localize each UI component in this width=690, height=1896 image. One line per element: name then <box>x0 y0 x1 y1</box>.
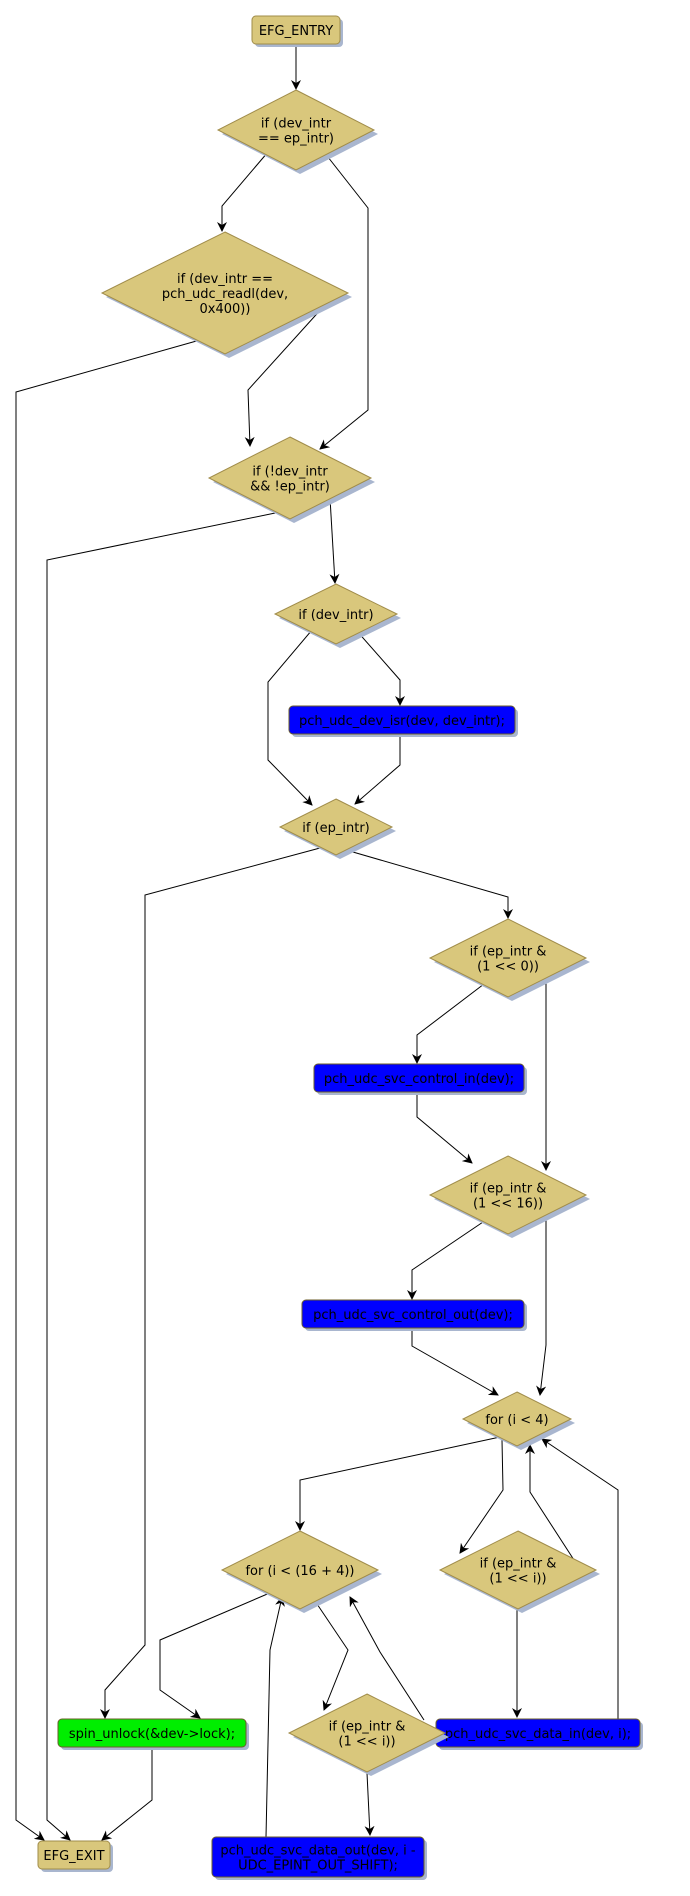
node-exit[interactable]: EFG_EXIT <box>37 1840 113 1872</box>
terminal-box <box>37 1840 111 1870</box>
edge-d5-d6 <box>345 849 513 919</box>
unlock-box <box>57 1718 247 1748</box>
node-b6[interactable]: pch_udc_svc_data_out(dev, i -UDC_EPINT_O… <box>211 1836 427 1880</box>
condition-diamond <box>428 918 588 998</box>
edge-d11-b6 <box>364 1772 375 1836</box>
condition-diamond <box>278 798 394 856</box>
node-label: pch_udc_readl(dev, <box>162 287 288 302</box>
edge-d3-exit <box>46 511 281 1841</box>
node-d10[interactable]: if (ep_intr &(1 << i)) <box>438 1530 600 1613</box>
node-label: (1 << 0)) <box>477 960 539 975</box>
node-d9[interactable]: for (i < (16 + 4)) <box>220 1530 382 1613</box>
condition-diamond <box>428 1155 588 1235</box>
node-label: for (i < (16 + 4)) <box>245 1564 354 1579</box>
edge-d1-d2 <box>217 151 269 232</box>
condition-diamond <box>438 1530 598 1610</box>
node-label: && !ep_intr) <box>250 480 330 495</box>
node-d3[interactable]: if (!dev_intr&& !ep_intr) <box>207 436 375 523</box>
edge-d7-d8 <box>536 1212 547 1396</box>
condition-diamond <box>100 231 350 355</box>
node-label: if (ep_intr & <box>480 1557 557 1572</box>
edge-d5-b5 <box>100 847 321 1719</box>
node-d11[interactable]: if (ep_intr &(1 << i)) <box>287 1693 449 1776</box>
node-label: (1 << 16)) <box>473 1197 543 1212</box>
node-label: pch_udc_dev_isr(dev, dev_intr); <box>299 714 505 729</box>
call-box <box>313 1063 525 1093</box>
edge-d6-b2 <box>412 983 485 1064</box>
node-label: if (ep_intr & <box>470 945 547 960</box>
node-d7[interactable]: if (ep_intr &(1 << 16)) <box>428 1155 590 1238</box>
edge-d2-exit <box>15 339 201 1841</box>
node-label: if (ep_intr & <box>470 1182 547 1197</box>
condition-diamond <box>461 1391 573 1447</box>
call-box <box>301 1299 525 1329</box>
node-label: (1 << i)) <box>489 1572 546 1587</box>
node-label: pch_udc_svc_data_in(dev, i); <box>445 1727 631 1742</box>
edge-b6-d9 <box>265 1596 285 1838</box>
node-label: EFG_EXIT <box>43 1849 104 1864</box>
terminal-box <box>251 15 341 45</box>
condition-diamond <box>216 89 376 171</box>
condition-diamond <box>287 1693 447 1773</box>
condition-diamond <box>273 583 399 645</box>
node-label: if (dev_intr) <box>298 608 373 623</box>
edge-d9-b5 <box>159 1591 273 1719</box>
node-label: if (ep_intr & <box>329 1720 406 1735</box>
node-label: == ep_intr) <box>258 132 334 147</box>
node-d4[interactable]: if (dev_intr) <box>273 583 401 648</box>
edge-d2-d3 <box>244 295 334 447</box>
edge-d10-d8 <box>525 1444 575 1561</box>
node-label: if (dev_intr == <box>177 272 273 287</box>
edge-b5-exit <box>101 1747 153 1841</box>
node-label: if (dev_intr <box>261 117 332 132</box>
edge-d1-d3 <box>319 151 369 450</box>
edge-d4-b1 <box>355 629 405 706</box>
node-label: if (!dev_intr <box>252 465 328 480</box>
condition-diamond <box>207 436 373 520</box>
node-b4[interactable]: pch_udc_svc_data_in(dev, i); <box>435 1718 643 1750</box>
edge-d8-d10 <box>459 1439 504 1554</box>
edge-d11-d9 <box>349 1596 425 1721</box>
condition-diamond <box>220 1530 380 1610</box>
node-label: EFG_ENTRY <box>259 24 333 39</box>
edge-b4-d8 <box>541 1438 619 1719</box>
call-box <box>288 705 516 735</box>
node-d5[interactable]: if (ep_intr) <box>278 798 396 859</box>
node-b3[interactable]: pch_udc_svc_control_out(dev); <box>301 1299 527 1331</box>
node-entry[interactable]: EFG_ENTRY <box>251 15 343 47</box>
edge-b1-d5 <box>354 734 401 805</box>
node-d6[interactable]: if (ep_intr &(1 << 0)) <box>428 918 590 1001</box>
edge-b2-d7 <box>416 1092 473 1164</box>
edge-d4-d5 <box>267 629 313 806</box>
node-label: (1 << i)) <box>338 1735 395 1750</box>
node-label: pch_udc_svc_data_out(dev, i - <box>220 1844 415 1859</box>
edge-d3-d4 <box>329 497 340 584</box>
node-d8[interactable]: for (i < 4) <box>461 1391 575 1450</box>
node-label: if (ep_intr) <box>302 821 370 836</box>
edge-b3-d8 <box>411 1328 499 1396</box>
node-label: UDC_EPINT_OUT_SHIFT); <box>238 1859 398 1874</box>
node-d2[interactable]: if (dev_intr ==pch_udc_readl(dev,0x400)) <box>100 231 352 358</box>
node-label: spin_unlock(&dev->lock); <box>69 1727 235 1742</box>
call-box <box>211 1836 425 1878</box>
node-label: pch_udc_svc_control_out(dev); <box>313 1308 513 1323</box>
edge-d7-b3 <box>407 1219 487 1300</box>
node-b1[interactable]: pch_udc_dev_isr(dev, dev_intr); <box>288 705 518 737</box>
node-label: for (i < 4) <box>485 1413 548 1428</box>
node-d1[interactable]: if (dev_intr== ep_intr) <box>216 89 378 174</box>
edge-d9-d11 <box>314 1600 349 1711</box>
node-b5[interactable]: spin_unlock(&dev->lock); <box>57 1718 249 1750</box>
edges-layer <box>15 44 619 1841</box>
edge-d8-d9 <box>295 1436 501 1531</box>
node-b2[interactable]: pch_udc_svc_control_in(dev); <box>313 1063 527 1095</box>
node-label: 0x400)) <box>200 302 251 317</box>
node-label: pch_udc_svc_control_in(dev); <box>324 1072 514 1087</box>
